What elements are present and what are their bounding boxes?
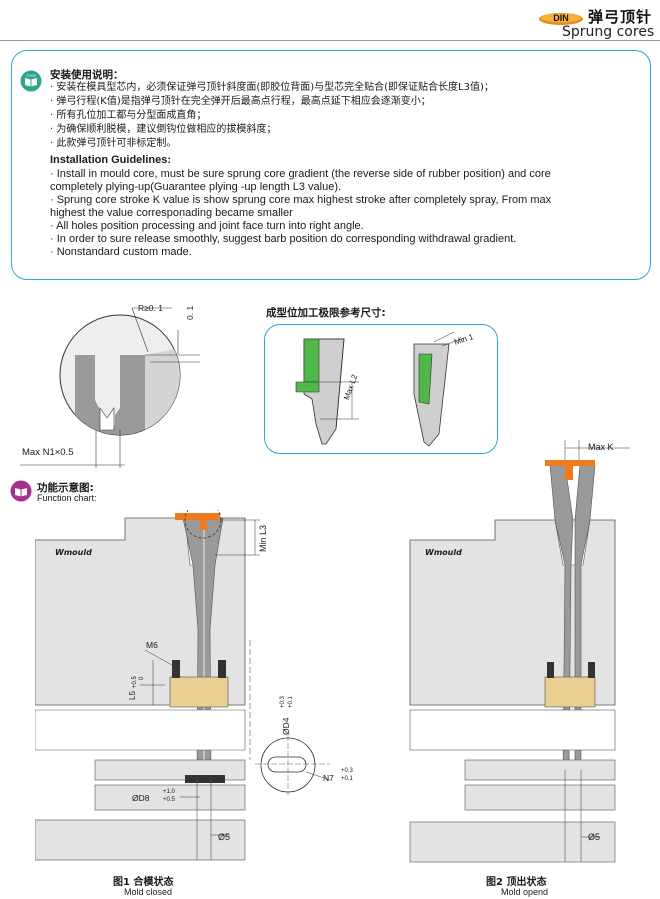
figure2-caption-en: Mold opend bbox=[501, 887, 549, 897]
reference-drawing bbox=[295, 331, 465, 447]
guideline-en-item: · Sprung core stroke K value is show spr… bbox=[50, 194, 552, 206]
function-chart-title-zh: 功能示意图: bbox=[37, 482, 94, 494]
l5-label: L5 bbox=[128, 691, 137, 700]
function-chart-icon bbox=[10, 480, 32, 502]
guideline-zh-item: · 此款弹弓顶针可非标定制。 bbox=[50, 138, 177, 149]
guideline-en-item: · In order to sure release smoothly, sug… bbox=[50, 233, 517, 245]
brand-logo-left: Wmould bbox=[55, 548, 92, 557]
d4-tolerance: +0.3 bbox=[280, 696, 286, 708]
d8-tolerance: +1.0 bbox=[163, 789, 175, 795]
d8-tolerance-low: +0.5 bbox=[163, 797, 175, 803]
n7-tolerance-low: +0.1 bbox=[341, 776, 353, 782]
figure2-caption-zh: 图2 顶出状态 bbox=[486, 877, 547, 888]
page-title-en: Sprung cores bbox=[562, 24, 655, 40]
guideline-zh-item: · 弹弓行程(K值)是指弹弓顶针在完全弹开后最高点行程，最高点延下相应会逐渐变小… bbox=[50, 96, 431, 107]
din-logo: DIN bbox=[539, 13, 583, 25]
guideline-en-item: · Install in mould core, must be sure sp… bbox=[50, 168, 551, 180]
figure1-caption-en: Mold closed bbox=[124, 887, 173, 897]
guideline-en-item: · All holes position processing and join… bbox=[50, 220, 364, 232]
tip-detail-drawing bbox=[20, 307, 200, 468]
m6-label: M6 bbox=[146, 640, 158, 650]
l5-tolerance: +0.5 bbox=[132, 676, 138, 688]
brand-logo-right: Wmould bbox=[425, 548, 462, 557]
radius-label: R≥0. 1 bbox=[138, 303, 163, 313]
n1-label: Max N1×0.5 bbox=[22, 447, 74, 458]
max-k-label: Max K bbox=[588, 442, 614, 452]
slot-detail-drawing bbox=[255, 735, 330, 795]
guideline-en-item: highest the value corresponading became … bbox=[50, 207, 293, 219]
guidelines-panel bbox=[11, 50, 651, 280]
guidelines-en-heading: Installation Guidelines: bbox=[50, 154, 172, 166]
d8-label: ØD8 bbox=[132, 793, 150, 803]
mold-opened-drawing bbox=[409, 440, 630, 863]
guideline-en-item: completely plying-up(Guarantee plying -u… bbox=[50, 181, 342, 193]
d5-label-right: Ø5 bbox=[588, 832, 601, 842]
n7-tolerance: +0.3 bbox=[341, 768, 353, 774]
guidelines-zh-heading: 安装使用说明： bbox=[50, 69, 124, 81]
svg-text:GUIDE: GUIDE bbox=[26, 74, 36, 78]
svg-text:DIN: DIN bbox=[553, 13, 569, 23]
guideline-zh-item: · 为确保顺利脱模，建议倒钩位做相应的拔模斜度； bbox=[50, 124, 277, 135]
reference-panel bbox=[264, 324, 498, 454]
l5-tolerance-low: 0 bbox=[139, 676, 145, 680]
min-l3-label: Min L3 bbox=[258, 524, 268, 552]
page-title-zh: 弹弓顶针 bbox=[588, 8, 653, 26]
guideline-zh-item: · 所有孔位加工都与分型面成直角； bbox=[50, 110, 207, 121]
n7-label: N7 bbox=[323, 773, 334, 783]
function-chart-title-en: Function chart: bbox=[37, 493, 97, 503]
offset-label: 0. 1 bbox=[185, 305, 195, 320]
book-icon: GUIDE bbox=[20, 70, 42, 92]
mold-closed-drawing bbox=[35, 510, 260, 861]
guideline-en-item: · Nonstandard custom made. bbox=[50, 246, 192, 258]
header-divider bbox=[0, 40, 660, 41]
figure1-caption-zh: 图1 合模状态 bbox=[113, 877, 174, 888]
guideline-zh-item: · 安装在模具型芯内，必须保证弹弓顶针斜度面(即胶位背面)与型芯完全贴合(即保证… bbox=[50, 82, 494, 93]
reference-title: 成型位加工极限参考尺寸: bbox=[266, 307, 386, 319]
d4-label: ØD4 bbox=[281, 717, 291, 735]
d5-label-left: Ø5 bbox=[218, 832, 231, 842]
d4-tolerance-low: +0.1 bbox=[288, 696, 294, 708]
